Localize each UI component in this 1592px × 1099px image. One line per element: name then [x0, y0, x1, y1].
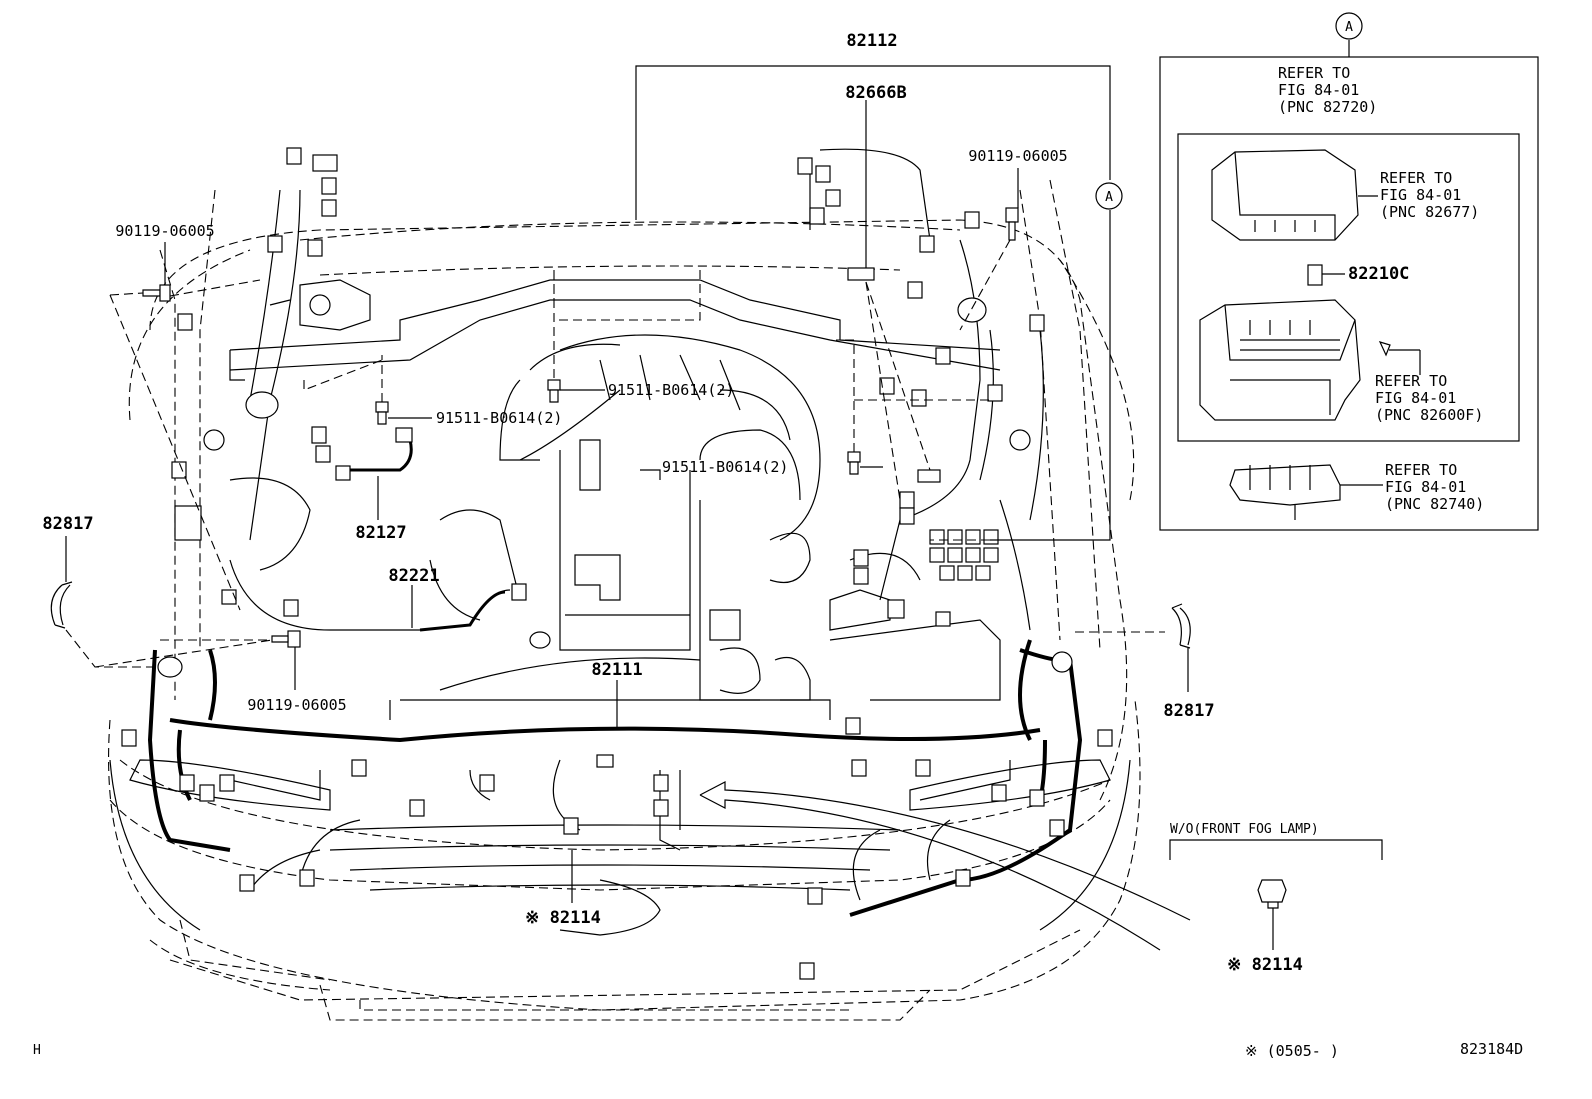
svg-text:(PNC 82677): (PNC 82677) [1380, 203, 1479, 221]
detail-a-letter-bay: A [1105, 190, 1113, 205]
label-bolt-bottom: 90119-06005 [247, 696, 346, 714]
svg-text:FIG 84-01: FIG 84-01 [1375, 389, 1456, 407]
svg-text:FIG 84-01: FIG 84-01 [1380, 186, 1461, 204]
note-date: ※ (0505- ) [1245, 1042, 1339, 1060]
screws-91511 [375, 379, 861, 475]
svg-text:FIG 84-01: FIG 84-01 [1278, 81, 1359, 99]
leader-lines [65, 65, 1191, 951]
label-82210C: 82210C [1348, 264, 1409, 284]
label-screw-3: 91511-B0614(2) [662, 458, 788, 476]
ref-pnc-82740: REFER TO FIG 84-01 (PNC 82740) [1385, 461, 1484, 513]
svg-text:(PNC 82720): (PNC 82720) [1278, 98, 1377, 116]
label-bolt-top-right: 90119-06005 [968, 147, 1067, 165]
svg-text:REFER TO: REFER TO [1278, 64, 1350, 82]
harness-82221 [229, 477, 511, 632]
label-82817-left: 82817 [42, 514, 93, 534]
ref-pnc-82677: REFER TO FIG 84-01 (PNC 82677) [1380, 169, 1479, 221]
label-82127: 82127 [355, 523, 406, 543]
svg-text:(PNC 82740): (PNC 82740) [1385, 495, 1484, 513]
harness-82127 [345, 439, 413, 472]
relay-cluster [929, 529, 999, 581]
label-bolt-top-left: 90119-06005 [115, 222, 214, 240]
svg-text:REFER TO: REFER TO [1375, 372, 1447, 390]
label-82221: 82221 [388, 566, 439, 586]
detail-a-panel [1159, 40, 1539, 531]
svg-text:(PNC 82600F): (PNC 82600F) [1375, 406, 1483, 424]
engine-block [389, 334, 1001, 720]
grommets [157, 297, 1073, 678]
clamp-82817-right [1171, 603, 1191, 649]
figure-code: 823184D [1460, 1040, 1523, 1058]
fog-option-title: W/O(FRONT FOG LAMP) [1170, 822, 1319, 837]
detail-a-marker-bay [1095, 182, 1123, 210]
label-screw-2: 91511-B0614(2) [436, 409, 562, 427]
label-82817-right: 82817 [1163, 701, 1214, 721]
label-screw-1: 91511-B0614(2) [608, 381, 734, 399]
radiator-support [229, 279, 1001, 381]
fog-option-panel [1169, 839, 1383, 950]
clamp-82817-left [50, 581, 73, 629]
front-bumper [109, 759, 1131, 936]
label-82666B: 82666B [845, 83, 906, 103]
wire-branches [249, 759, 951, 901]
bolt-top-right [1005, 207, 1019, 241]
bolt-bottom [271, 630, 301, 648]
wiper-motor [269, 279, 371, 331]
svg-text:REFER TO: REFER TO [1380, 169, 1452, 187]
ref-pnc-82600F: REFER TO FIG 84-01 (PNC 82600F) [1375, 372, 1483, 424]
corner-code: H [33, 1043, 41, 1058]
label-82114: ※ 82114 [525, 908, 601, 928]
svg-text:REFER TO: REFER TO [1385, 461, 1457, 479]
label-82112: 82112 [846, 31, 897, 51]
label-82111: 82111 [591, 660, 642, 680]
detail-a-marker-top [1335, 12, 1363, 40]
harness-82111 [147, 639, 1083, 917]
ref-pnc-82720: REFER TO FIG 84-01 (PNC 82720) [1278, 64, 1377, 116]
fog-option-part: ※ 82114 [1227, 955, 1303, 975]
detail-a-letter-top: A [1345, 20, 1353, 35]
connectors [121, 147, 1113, 980]
harness-82112-top [249, 148, 1044, 631]
svg-text:FIG 84-01: FIG 84-01 [1385, 478, 1466, 496]
